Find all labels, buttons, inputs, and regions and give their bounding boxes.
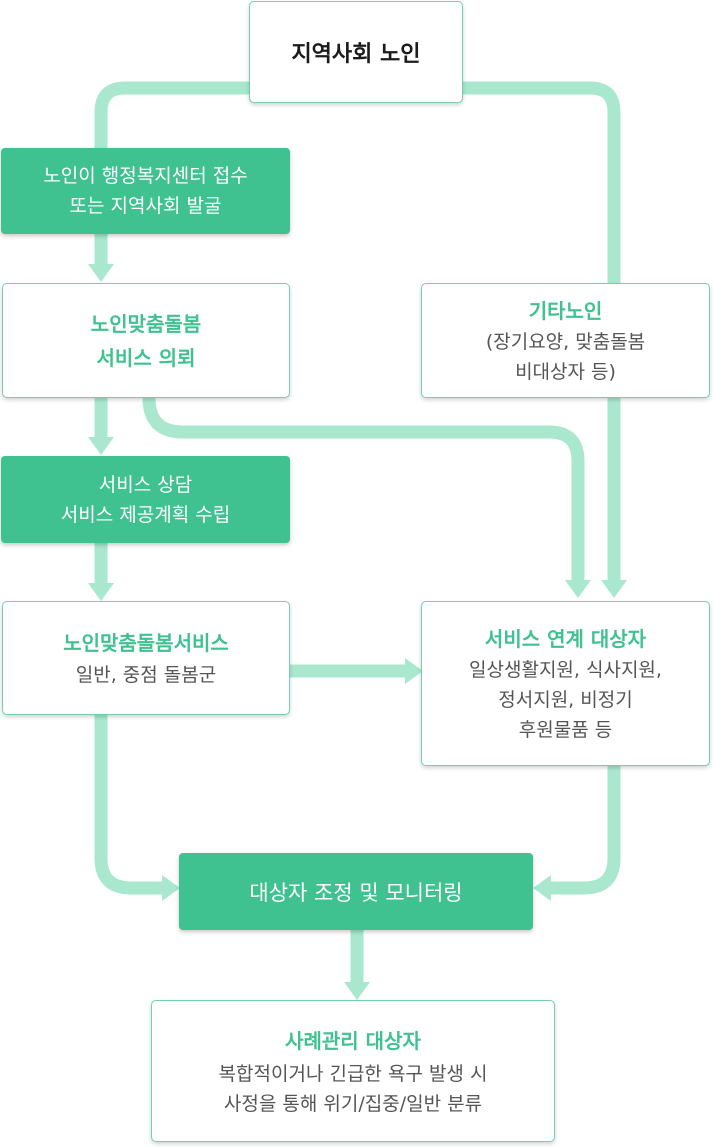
arrow-linked-to-monitoring (533, 875, 551, 901)
linked-line-2: 정서지원, 비정기 (498, 688, 633, 711)
arrow-to-request (88, 264, 114, 282)
box-other-elderly: 기타노인 (장기요양, 맞춤돌봄 비대상자 등) (421, 283, 710, 398)
monitoring-title: 대상자 조정 및 모니터링 (249, 880, 463, 905)
request-line-2: 서비스 의뢰 (96, 345, 196, 370)
connector-top-left (94, 81, 250, 148)
request-line-1: 노인맞춤돌봄 (90, 311, 202, 336)
box-intake: 노인이 행정복지센터 접수 또는 지역사회 발굴 (1, 148, 290, 234)
arrow-to-linked-right (601, 580, 627, 598)
consult-line-1: 서비스 상담 (98, 473, 193, 496)
other-elderly-title: 기타노인 (528, 298, 603, 323)
other-elderly-line-1: (장기요양, 맞춤돌봄 (485, 330, 646, 353)
arrow-to-consult (88, 437, 114, 455)
box-consultation: 서비스 상담 서비스 제공계획 수립 (1, 456, 290, 543)
box-care-service: 노인맞춤돌봄서비스 일반, 중점 돌봄군 (2, 601, 290, 715)
intake-line-2: 또는 지역사회 발굴 (69, 195, 222, 217)
other-elderly-line-2: 비대상자 등) (515, 360, 616, 383)
connector-request-linked (142, 397, 585, 580)
arrow-to-case-management (344, 982, 370, 1000)
case-management-line-1: 복합적이거나 긴급한 욕구 발생 시 (218, 1063, 488, 1085)
arrow-care-to-monitoring (162, 875, 180, 901)
linked-line-1: 일상생활지원, 식사지원, (469, 658, 662, 681)
intake-line-1: 노인이 행정복지센터 접수 (43, 165, 248, 187)
box-monitoring: 대상자 조정 및 모니터링 (179, 853, 533, 930)
connector-top-right (462, 81, 621, 580)
care-service-line-1: 일반, 중점 돌봄군 (75, 664, 217, 686)
connector-care-monitoring (94, 714, 162, 895)
box-case-management: 사례관리 대상자 복합적이거나 긴급한 욕구 발생 시 사정을 통해 위기/집중… (151, 1000, 555, 1142)
arrow-to-linked-left (565, 580, 591, 598)
case-management-title: 사례관리 대상자 (285, 1029, 421, 1053)
consult-line-2: 서비스 제공계획 수립 (60, 503, 231, 526)
box-community-elderly: 지역사회 노인 (249, 1, 463, 103)
case-management-line-2: 사정을 통해 위기/집중/일반 분류 (223, 1093, 483, 1115)
care-service-title: 노인맞춤돌봄서비스 (63, 631, 229, 655)
linked-line-3: 후원물품 등 (518, 718, 613, 741)
linked-title: 서비스 연계 대상자 (484, 626, 647, 651)
box-linked-recipients: 서비스 연계 대상자 일상생활지원, 식사지원, 정서지원, 비정기 후원물품 … (421, 601, 710, 766)
arrow-care-to-linked (405, 658, 423, 684)
arrow-to-care-service (88, 583, 114, 601)
connector-linked-monitoring (551, 765, 621, 895)
community-elderly-title: 지역사회 노인 (291, 42, 421, 67)
box-service-request: 노인맞춤돌봄 서비스 의뢰 (2, 283, 290, 398)
